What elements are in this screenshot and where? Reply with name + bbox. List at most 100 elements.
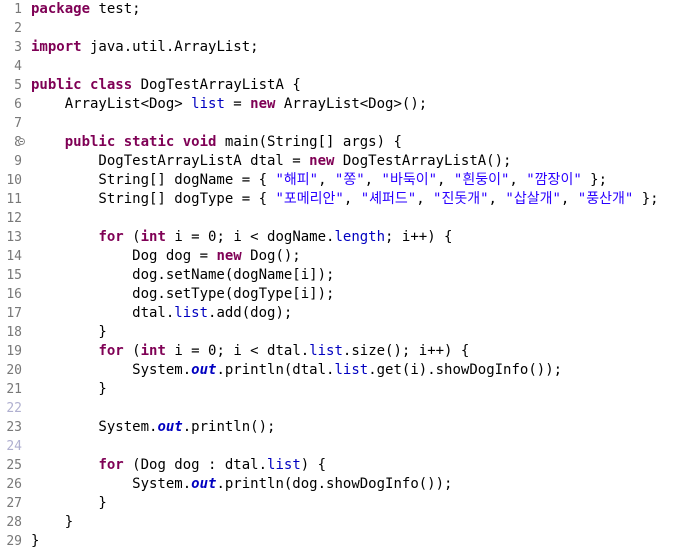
- code-line[interactable]: 23 System.out.println();: [0, 418, 673, 437]
- code-text: for (int i = 0; i < dtal.list.size(); i+…: [31, 342, 469, 361]
- code-line[interactable]: 20 System.out.println(dtal.list.get(i).s…: [0, 361, 673, 380]
- code-token: [31, 457, 98, 473]
- code-token: "흰둥이": [453, 172, 510, 188]
- code-token: dtal.: [31, 305, 175, 321]
- code-token: import: [31, 39, 82, 55]
- code-line[interactable]: 10 String[] dogName = { "해피", "쫑", "바둑이"…: [0, 171, 673, 190]
- code-text: Dog dog = new Dog();: [31, 247, 301, 266]
- code-line[interactable]: 19 for (int i = 0; i < dtal.list.size();…: [0, 342, 673, 361]
- code-line[interactable]: 13 for (int i = 0; i < dogName.length; i…: [0, 228, 673, 247]
- line-number: 7: [14, 116, 22, 131]
- code-line[interactable]: 24: [0, 437, 673, 456]
- code-token: [82, 77, 90, 93]
- line-number: 12: [6, 211, 22, 226]
- code-line[interactable]: 26 System.out.println(dog.showDogInfo())…: [0, 475, 673, 494]
- code-token: "쫑": [334, 172, 365, 188]
- code-line[interactable]: 15 dog.setName(dogName[i]);: [0, 266, 673, 285]
- code-token: "셰퍼드": [360, 191, 417, 207]
- code-line[interactable]: 14 Dog dog = new Dog();: [0, 247, 673, 266]
- code-token: ArrayList<Dog>();: [275, 96, 428, 112]
- line-number: 19: [6, 344, 22, 359]
- code-token: list: [174, 305, 209, 321]
- code-text: }: [31, 323, 107, 342]
- code-token: new: [309, 153, 335, 169]
- code-token: main(String[] args) {: [216, 134, 402, 150]
- line-number: 9: [14, 154, 22, 169]
- code-token: String[] dogType = {: [31, 191, 276, 207]
- code-token: list: [334, 362, 369, 378]
- code-token: i = 0; i < dtal.: [165, 343, 310, 359]
- code-line[interactable]: 21 }: [0, 380, 673, 399]
- code-token: out: [191, 476, 217, 492]
- code-token: for: [98, 229, 124, 245]
- code-token: list: [191, 96, 225, 112]
- code-token: .println(dog.showDogInfo());: [216, 476, 453, 492]
- code-token: [174, 134, 182, 150]
- code-line[interactable]: 1 package test;: [0, 0, 673, 19]
- code-line[interactable]: 28 }: [0, 513, 673, 532]
- code-text: System.out.println(dtal.list.get(i).show…: [31, 361, 562, 380]
- code-token: ,: [343, 191, 361, 207]
- line-number: 16: [6, 287, 22, 302]
- code-token: DogTestArrayListA {: [132, 77, 301, 93]
- code-text: package test;: [31, 0, 141, 19]
- code-text: dog.setName(dogName[i]);: [31, 266, 334, 285]
- code-line[interactable]: 8 public static void main(String[] args)…: [0, 133, 673, 152]
- code-line[interactable]: 18 }: [0, 323, 673, 342]
- line-number: 5: [14, 78, 22, 93]
- code-token: String[] dogName = {: [31, 172, 276, 188]
- code-token: static: [123, 134, 175, 150]
- line-number: 15: [6, 268, 22, 283]
- code-text: String[] dogName = { "해피", "쫑", "바둑이", "…: [31, 171, 607, 190]
- code-line[interactable]: 9 DogTestArrayListA dtal = new DogTestAr…: [0, 152, 673, 171]
- code-line[interactable]: 6 ArrayList<Dog> list = new ArrayList<Do…: [0, 95, 673, 114]
- code-token: out: [191, 362, 217, 378]
- code-line[interactable]: 4: [0, 57, 673, 76]
- code-token: [31, 134, 65, 150]
- code-line[interactable]: 16 dog.setType(dogType[i]);: [0, 285, 673, 304]
- code-token: int: [140, 229, 166, 245]
- code-text: for (int i = 0; i < dogName.length; i++)…: [31, 228, 452, 247]
- code-text: }: [31, 513, 73, 532]
- code-token: class: [90, 77, 133, 93]
- code-line[interactable]: 12: [0, 209, 673, 228]
- code-line[interactable]: 27 }: [0, 494, 673, 513]
- code-token: "진돗개": [433, 191, 489, 207]
- code-token: System.: [31, 419, 158, 435]
- code-text: System.out.println();: [31, 418, 275, 437]
- code-token: dog.setName(dogName[i]);: [31, 267, 335, 283]
- line-number: 10: [6, 173, 22, 188]
- code-text: }: [31, 494, 106, 513]
- line-number: 23: [6, 420, 22, 435]
- code-token: System.: [31, 476, 192, 492]
- code-line[interactable]: 7: [0, 114, 673, 133]
- code-line[interactable]: 17 dtal.list.add(dog);: [0, 304, 673, 323]
- code-line[interactable]: 2: [0, 19, 673, 38]
- code-token: ) {: [300, 457, 327, 473]
- code-token: .println();: [182, 419, 276, 435]
- code-line[interactable]: 11 String[] dogType = { "포메리안", "셰퍼드", "…: [0, 190, 673, 209]
- code-token: };: [581, 172, 608, 188]
- code-token: list: [267, 457, 301, 473]
- code-line[interactable]: 5 public class DogTestArrayListA {: [0, 76, 673, 95]
- code-text: }: [31, 380, 106, 399]
- code-line[interactable]: 29}: [0, 532, 673, 551]
- code-text: String[] dogType = { "포메리안", "셰퍼드", "진돗개…: [31, 190, 659, 209]
- line-number: 1: [14, 2, 22, 17]
- code-token: length: [334, 229, 386, 245]
- code-token: DogTestArrayListA dtal =: [31, 153, 310, 169]
- line-number: 25: [6, 458, 22, 473]
- code-token: for: [98, 457, 124, 473]
- code-token: System.: [31, 362, 192, 378]
- code-token: };: [633, 191, 659, 207]
- line-number: 6: [14, 97, 22, 112]
- code-token: }: [31, 324, 107, 340]
- code-token: new: [216, 248, 242, 264]
- code-text: public class DogTestArrayListA {: [31, 76, 301, 95]
- code-token: public: [64, 134, 116, 150]
- code-line[interactable]: 22: [0, 399, 673, 418]
- code-line[interactable]: 25 for (Dog dog : dtal.list) {: [0, 456, 673, 475]
- fold-collapse-icon[interactable]: [18, 138, 25, 145]
